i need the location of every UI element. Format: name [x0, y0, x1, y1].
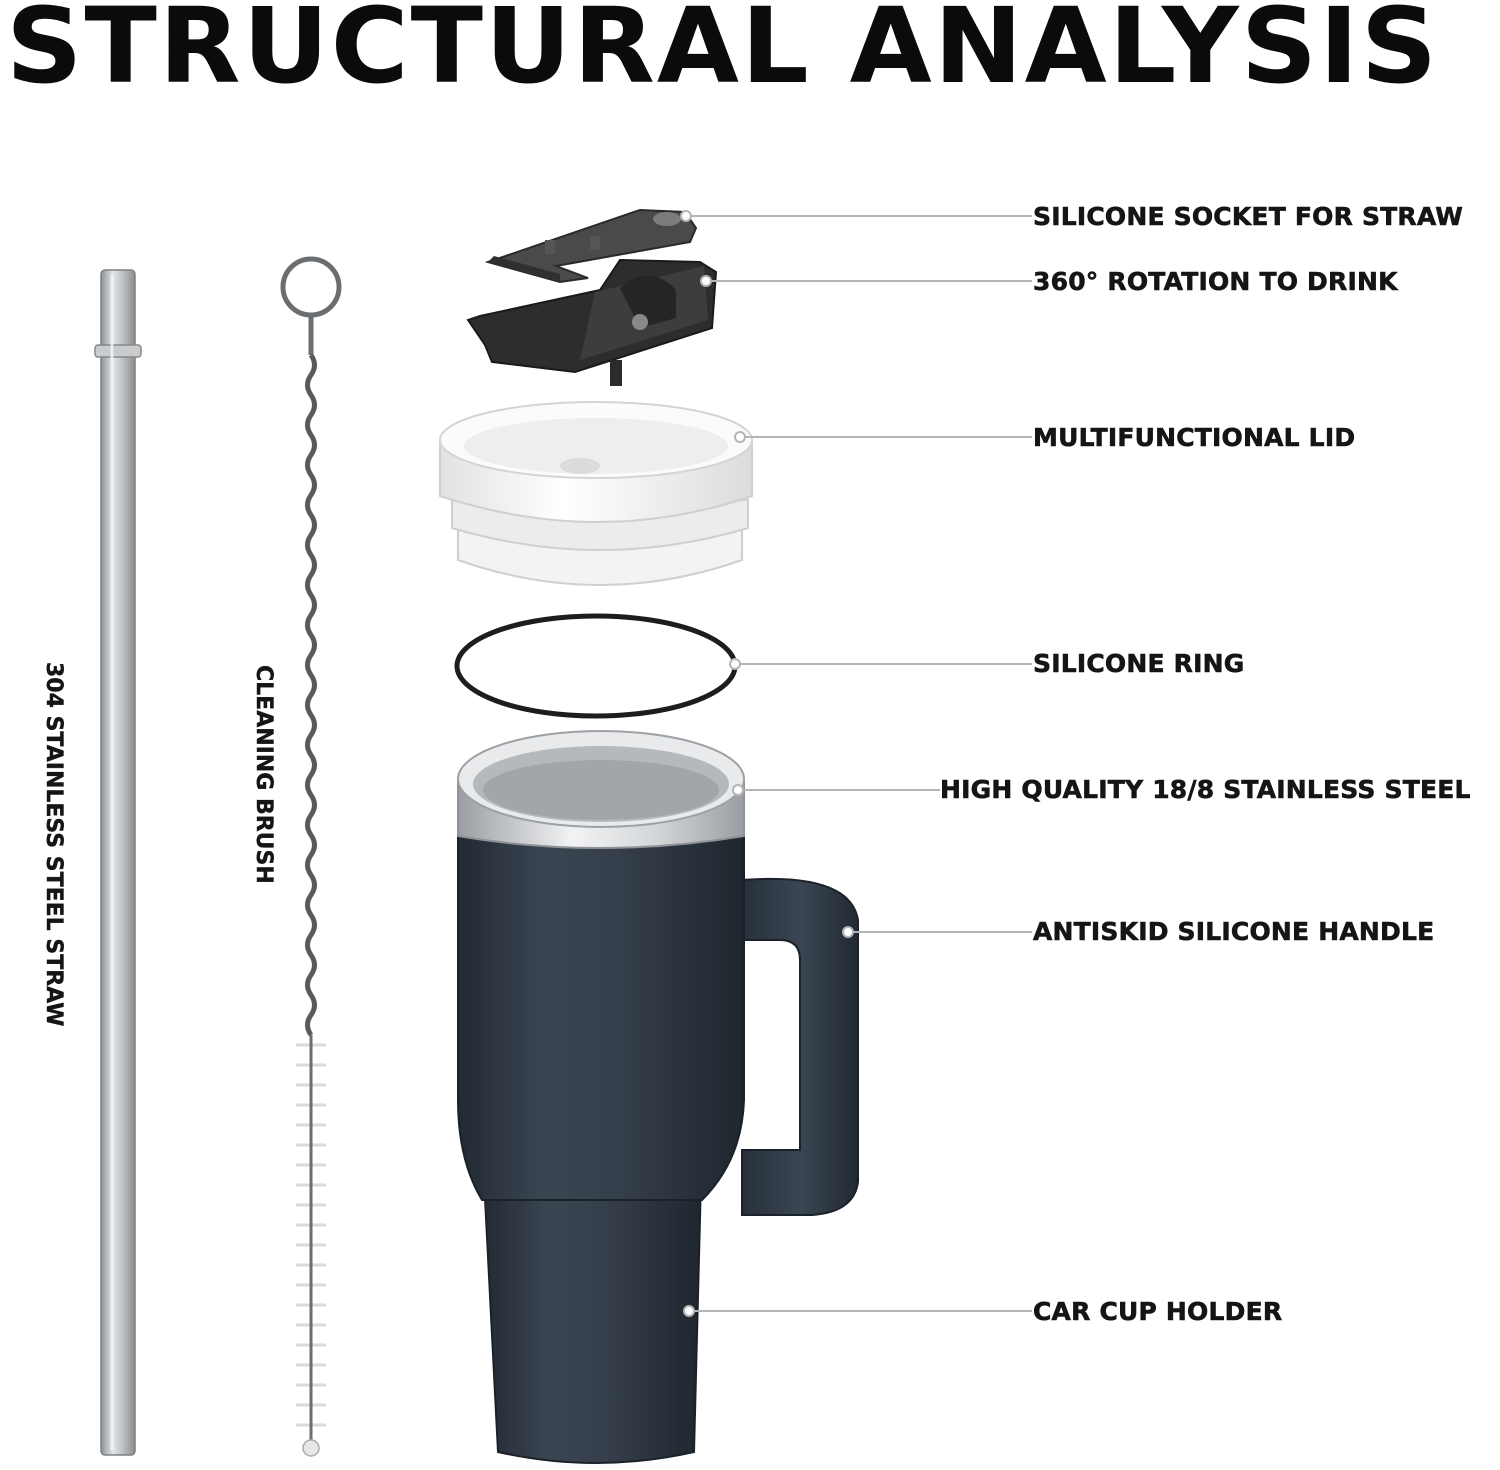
straw — [94, 269, 142, 1456]
callout-silicone-socket: SILICONE SOCKET FOR STRAW — [1033, 202, 1464, 231]
rotation-mechanism — [466, 258, 718, 386]
callout-holder: CAR CUP HOLDER — [1033, 1297, 1283, 1326]
callout-rotation: 360° ROTATION TO DRINK — [1033, 267, 1398, 296]
label-straw: 304 STAINLESS STEEL STRAW — [41, 662, 66, 1027]
callout-handle: ANTISKID SILICONE HANDLE — [1033, 917, 1435, 946]
leader-dots — [680, 210, 854, 1317]
leader-lines — [686, 215, 1032, 1312]
silicone-ring — [454, 613, 738, 719]
silicone-socket — [484, 208, 698, 284]
callout-lid: MULTIFUNCTIONAL LID — [1033, 423, 1356, 452]
cleaning-brush — [280, 256, 342, 1457]
label-brush: CLEANING BRUSH — [251, 665, 276, 884]
callout-ring: SILICONE RING — [1033, 649, 1245, 678]
multifunctional-lid — [439, 401, 753, 586]
page-title: STRUCTURAL ANALYSIS — [6, 0, 1440, 107]
tumbler — [457, 730, 859, 1464]
callout-steel: HIGH QUALITY 18/8 STAINLESS STEEL — [940, 775, 1471, 804]
